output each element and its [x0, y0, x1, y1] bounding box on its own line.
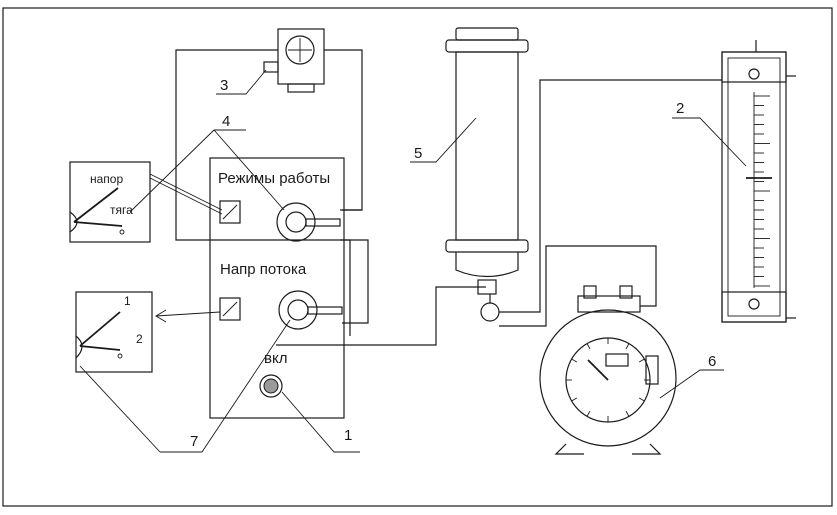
diagram-frame [2, 7, 833, 507]
gauge-bottom-label-2: 2 [136, 332, 143, 346]
dial-tick [638, 358, 645, 363]
flow-switch-knob[interactable] [278, 290, 343, 330]
callout-5: 5 [414, 145, 422, 162]
callout-4: 4 [222, 113, 230, 130]
control-panel: Режимы работы Напр потока вкл [209, 157, 345, 419]
power-button[interactable] [259, 374, 283, 398]
device-6-gas-meter [539, 285, 677, 455]
callout-1: 1 [344, 427, 352, 444]
gas-meter-dial [566, 338, 650, 422]
dial-tick [638, 397, 645, 402]
gauge-bottom-label-1: 1 [124, 294, 131, 308]
device-2-manometer [721, 40, 796, 323]
callout-numbers: 3 4 5 2 6 1 7 [190, 77, 716, 450]
dial-tick [625, 410, 630, 417]
gauge-top-label-draft: тяга [110, 203, 133, 217]
callout-6: 6 [708, 353, 716, 370]
callout-2: 2 [676, 100, 684, 117]
leader-lines [79, 69, 747, 453]
gauge-top-label-pressure: напор [90, 172, 123, 186]
dial-tick [571, 358, 578, 363]
device-3-valve [263, 28, 325, 93]
manometer-scale [754, 95, 770, 287]
callout-3: 3 [220, 77, 228, 94]
gauge-pressure-draft: напор тяга [69, 161, 151, 243]
panel-modes-label: Режимы работы [218, 170, 330, 187]
callout-7: 7 [190, 433, 198, 450]
flow-indicator-icon [219, 297, 241, 321]
mode-switch-knob[interactable] [276, 202, 341, 242]
dial-tick [586, 343, 591, 350]
gauge-flow-direction: 1 2 [75, 291, 153, 373]
connecting-pipes [499, 79, 722, 327]
dial-tick [571, 397, 578, 402]
wiring-lines [175, 49, 486, 346]
dial-tick [586, 410, 591, 417]
column-5-filter [445, 27, 529, 322]
panel-power-label: вкл [264, 350, 287, 367]
mode-indicator-icon [219, 200, 241, 224]
panel-flow-label: Напр потока [220, 261, 307, 278]
dial-tick [625, 343, 630, 350]
